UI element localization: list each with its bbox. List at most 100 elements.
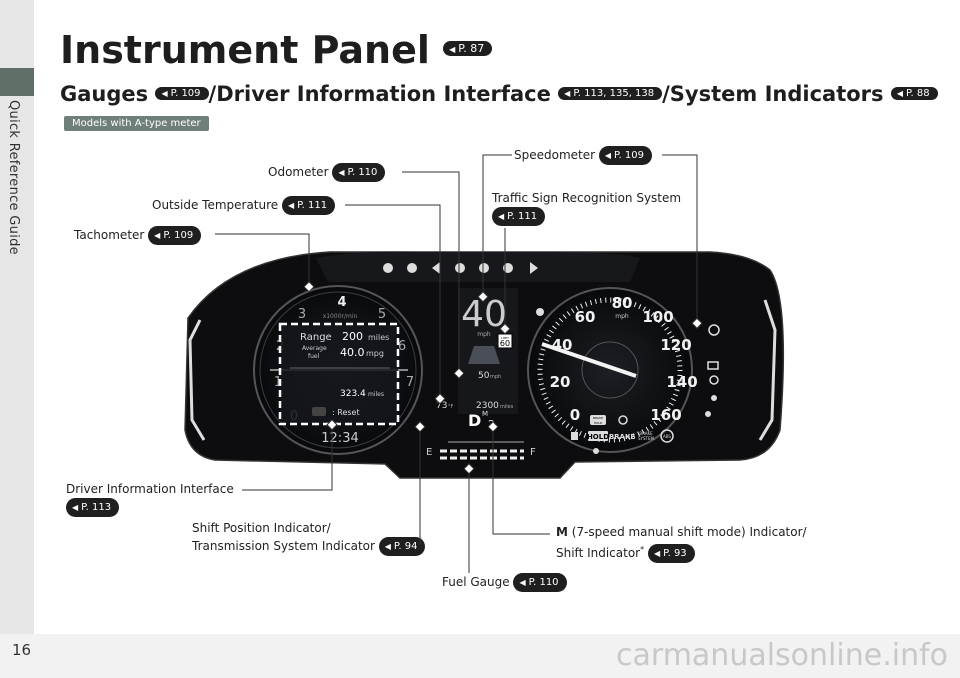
charging-system-icon xyxy=(707,361,719,370)
speedo-unit: mph xyxy=(615,313,629,320)
page-title-text: Instrument Panel xyxy=(60,28,430,72)
speedo-side-indicators xyxy=(536,308,720,417)
speedo-tick-100: 100 xyxy=(642,308,673,326)
speed-limit-label: LIMIT xyxy=(501,336,509,340)
callout-dii: Driver Information Interface P. 113 xyxy=(66,481,234,517)
fuel-gauge-page-ref[interactable]: P. 110 xyxy=(513,573,567,592)
speedometer-needle xyxy=(541,342,637,378)
tachometer-label: Tachometer xyxy=(74,228,145,242)
acc-speed: 50 xyxy=(478,371,490,381)
watermark-bar: carmanualsonline.info xyxy=(0,634,960,678)
transmission-system-label: Transmission System Indicator xyxy=(192,539,375,553)
shift-position-page-ref[interactable]: P. 94 xyxy=(378,537,426,556)
hold-indicator xyxy=(588,431,608,441)
outside-temperature-page-ref[interactable]: P. 111 xyxy=(282,196,336,215)
speedometer-label: Speedometer xyxy=(514,148,596,162)
tach-tick-7: 7 xyxy=(406,375,414,390)
dii-page-ref[interactable]: P. 113, 135, 138 xyxy=(558,86,663,100)
left-bezel-highlight xyxy=(188,319,206,441)
hold-text: HOLD xyxy=(587,433,609,441)
outside-temp-unit: °F xyxy=(448,404,454,410)
odometer-page-ref[interactable]: P. 110 xyxy=(332,163,386,182)
callout-shift-position: Shift Position Indicator/ Transmission S… xyxy=(192,520,426,556)
trip-value: 323.4 xyxy=(340,389,366,399)
title-page-ref[interactable]: P. 87 xyxy=(443,41,493,56)
speedo-tick-120: 120 xyxy=(660,336,691,354)
lane-display xyxy=(468,346,500,364)
speedo-tick-20: 20 xyxy=(550,373,571,391)
watermark-text: carmanualsonline.info xyxy=(616,638,948,673)
high-beam-icon xyxy=(503,263,513,273)
m-letter: M xyxy=(556,525,568,539)
abs-text: ABS xyxy=(663,434,671,439)
speedo-tick-80: 80 xyxy=(612,294,633,312)
speedo-tick-0: 0 xyxy=(570,406,580,424)
shift-indicator-label: Shift Indicator xyxy=(556,546,641,560)
fuel-empty: E xyxy=(426,447,432,458)
footnote-star: * xyxy=(640,545,645,554)
speedo-tick-140: 140 xyxy=(666,373,697,391)
page-number: 16 xyxy=(12,641,32,659)
tire-pressure-icon xyxy=(618,415,628,425)
cruise-indicator-icon xyxy=(536,308,544,316)
traffic-sign-label: Traffic Sign Recognition System xyxy=(492,191,682,205)
callout-outside-temperature: Outside Temperature P. 111 xyxy=(152,196,336,215)
callout-odometer: Odometer P. 110 xyxy=(268,163,386,182)
avg-fuel-label-2: fuel xyxy=(308,353,320,360)
tach-tick-4: 4 xyxy=(337,295,346,310)
avg-fuel-unit: mpg xyxy=(366,349,384,358)
speedometer-ticks xyxy=(537,297,683,443)
abs-indicator xyxy=(660,429,674,443)
callout-speedometer: Speedometer P. 109 xyxy=(514,146,652,165)
tach-tick-5: 5 xyxy=(378,307,386,322)
dii-callout-page-ref[interactable]: P. 113 xyxy=(66,498,120,517)
auto-hold-1: BRAKE xyxy=(593,416,603,420)
callout-m-indicator: M (7-speed manual shift mode) Indicator/… xyxy=(556,524,807,563)
tach-unit: x1000r/min xyxy=(323,313,358,320)
headlight-icon xyxy=(455,263,465,273)
tach-tick-3: 3 xyxy=(298,307,306,322)
brake-system-text-1: BRAKE xyxy=(639,431,653,436)
avg-fuel-value: 40.0 xyxy=(340,346,365,359)
gear-letter: D xyxy=(468,411,481,430)
range-label: Range xyxy=(300,332,332,343)
dii-label: Driver Information Interface xyxy=(66,482,234,496)
fog-light-icon xyxy=(479,263,489,273)
tachometer-page-ref[interactable]: P. 109 xyxy=(148,226,202,245)
m-indicator-label: (7-speed manual shift mode) Indicator/ xyxy=(571,525,807,539)
speedo-tick-160: 160 xyxy=(650,406,681,424)
auto-hold-2: HOLD xyxy=(594,421,603,425)
reset-label: : Reset xyxy=(332,408,360,417)
right-bezel-highlight xyxy=(758,299,777,441)
section-heading: Gauges P. 109/Driver Information Interfa… xyxy=(60,82,938,106)
outside-temperature-label: Outside Temperature xyxy=(152,198,279,212)
fuel-pump-icon xyxy=(571,432,578,440)
speedometer-page-ref[interactable]: P. 109 xyxy=(598,146,652,165)
reset-button-icon xyxy=(312,407,326,416)
fuel-gauge-label: Fuel Gauge xyxy=(442,575,510,589)
indicators-page-ref[interactable]: P. 88 xyxy=(890,86,938,100)
right-turn-signal-icon xyxy=(530,262,538,274)
odometer-value: 2300 xyxy=(476,401,499,411)
traction-off-icon xyxy=(407,263,417,273)
heading-gauges: Gauges xyxy=(60,82,149,106)
m-indicator-page-ref[interactable]: P. 93 xyxy=(647,544,695,563)
heading-dii: /Driver Information Interface xyxy=(208,82,551,106)
gauges-page-ref[interactable]: P. 109 xyxy=(155,86,209,100)
model-badge: Models with A-type meter xyxy=(64,116,209,131)
big-speed-unit: mph xyxy=(477,331,491,338)
tpms-icon xyxy=(708,324,720,336)
brake-text: BRAKE xyxy=(609,433,636,441)
auto-brake-hold-icon xyxy=(590,415,606,425)
shift-position-label: Shift Position Indicator/ xyxy=(192,521,331,535)
big-speed: 40 xyxy=(461,294,507,335)
tach-tick-1: 1 xyxy=(274,375,282,390)
avg-fuel-label-1: Average xyxy=(302,345,327,352)
seatbelt-icon xyxy=(711,395,717,401)
srs-airbag-icon xyxy=(705,411,711,417)
odometer-label: Odometer xyxy=(268,165,329,179)
clock: 12:34 xyxy=(321,431,358,446)
traction-icon xyxy=(383,263,393,273)
check-engine-icon xyxy=(709,375,719,385)
